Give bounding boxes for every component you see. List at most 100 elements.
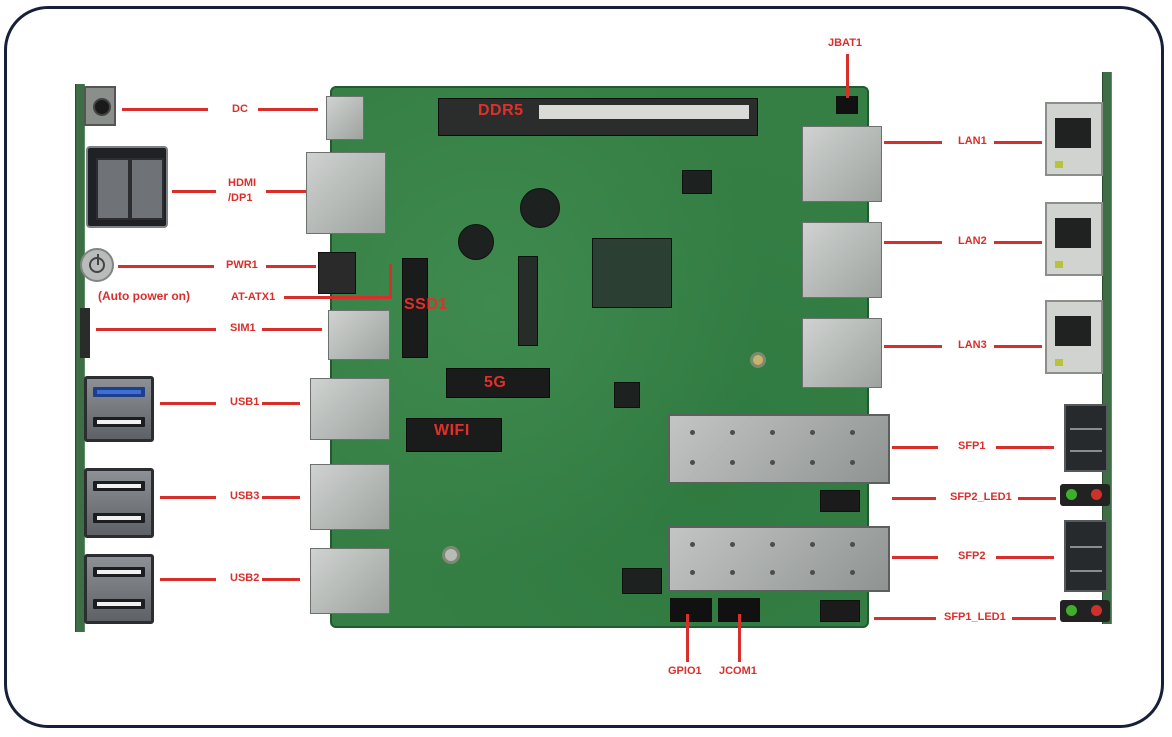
usb3-line-right [262, 496, 300, 499]
sfp2-label: SFP2 [958, 550, 986, 562]
chip-c [622, 568, 662, 594]
pwr-line-right [266, 265, 316, 268]
5g-board-label: 5G [484, 374, 507, 391]
jbat-line [846, 54, 849, 98]
dc-line-right [258, 108, 318, 111]
mounting-hole-1 [750, 352, 766, 368]
mounting-hole-2 [442, 546, 460, 564]
sim-slot [80, 308, 90, 358]
sfp1-led-label: SFP1_LED1 [944, 611, 1006, 623]
usb3-connector [310, 464, 390, 530]
lan2-line-left [884, 241, 942, 244]
usb3-label: USB3 [230, 490, 260, 502]
sfp2-led-line-right [1018, 497, 1056, 500]
at-atx-line [284, 296, 392, 299]
sfp2-led-line-left [892, 497, 936, 500]
sfp1-port [1064, 404, 1108, 472]
sfp1-cage [668, 414, 890, 484]
jbat-connector [836, 96, 858, 114]
usb1-connector [310, 378, 390, 440]
gpio-header [670, 598, 712, 622]
sfp2-led-label: SFP2_LED1 [950, 491, 1012, 503]
hdmi-line-right [266, 190, 306, 193]
sim-holder [328, 310, 390, 360]
lan3-port [1045, 300, 1103, 374]
sfp2-line-left [892, 556, 938, 559]
usb2-line-left [160, 578, 216, 581]
left-io-panel [75, 84, 85, 632]
power-switch [318, 252, 356, 294]
usb1-line-right [262, 402, 300, 405]
sfp2-line-right [996, 556, 1054, 559]
at-atx-label: AT-ATX1 [231, 291, 276, 303]
ddr5-board-label: DDR5 [478, 102, 524, 119]
ssd-board-label: SSD1 [404, 296, 448, 313]
lan3-line-left [884, 345, 942, 348]
hdmi-label-line1: HDMI [228, 177, 257, 189]
buzzer [458, 224, 494, 260]
ssd-m2-slot [402, 258, 428, 358]
lan1-line-left [884, 141, 942, 144]
lan3-label: LAN3 [958, 339, 987, 351]
motherboard-pcb: DDR5 SSD1 5G WIFI [306, 86, 890, 628]
lan2-label: LAN2 [958, 235, 987, 247]
sim-label: SIM1 [230, 322, 256, 334]
usb3-port [84, 468, 154, 538]
jbat-label: JBAT1 [828, 37, 863, 49]
usb2-line-right [262, 578, 300, 581]
sfp1-line-left [892, 446, 938, 449]
usb2-label: USB2 [230, 572, 260, 584]
lan1-connector [802, 126, 882, 202]
lan3-connector [802, 318, 882, 388]
dc-label: DC [232, 103, 248, 115]
hdmi-label-line2: /DP1 [228, 192, 253, 204]
5g-m2-slot [446, 368, 550, 398]
pwr-label: PWR1 [226, 259, 258, 271]
gpio-label: GPIO1 [668, 665, 702, 677]
power-button-icon [80, 248, 114, 282]
jcom-label: JCOM1 [719, 665, 757, 677]
lan1-port [1045, 102, 1103, 176]
sfp2-cage [668, 526, 890, 592]
camera-module [520, 188, 560, 228]
sfp1-line-right [996, 446, 1054, 449]
sfp1-led-line-left [874, 617, 936, 620]
lan1-label: LAN1 [958, 135, 987, 147]
usb2-connector [310, 548, 390, 614]
sfp2-led-connector [820, 490, 860, 512]
dc-jack [84, 86, 116, 126]
hdmi-dp-connector [306, 152, 386, 234]
wifi-m2-slot [406, 418, 502, 452]
ddr5-slot [438, 98, 758, 136]
usb1-label: USB1 [230, 396, 260, 408]
dc-line-left [122, 108, 208, 111]
gpio-line [686, 614, 689, 662]
sfp1-led-indicator [1060, 600, 1110, 622]
hdmi-dp-port [86, 146, 168, 228]
lan3-line-right [994, 345, 1042, 348]
usb1-port [84, 376, 154, 442]
usb2-port [84, 554, 154, 624]
wifi-board-label: WIFI [434, 422, 470, 439]
auto-power-label: (Auto power on) [98, 289, 190, 303]
sim-line-left [96, 328, 216, 331]
lan1-line-right [994, 141, 1042, 144]
sfp1-label: SFP1 [958, 440, 986, 452]
lan2-connector [802, 222, 882, 298]
usb3-line-left [160, 496, 216, 499]
sfp1-led-line-right [1012, 617, 1056, 620]
lan2-port [1045, 202, 1103, 276]
sim-line-right [262, 328, 322, 331]
dc-connector [326, 96, 364, 140]
sfp1-led-connector [820, 600, 860, 622]
lan2-line-right [994, 241, 1042, 244]
sfp2-led-indicator [1060, 484, 1110, 506]
hdmi-line-left [172, 190, 216, 193]
at-atx-riser [389, 264, 392, 299]
usb1-line-left [160, 402, 216, 405]
sfp2-port [1064, 520, 1108, 592]
pwr-line-left [118, 265, 214, 268]
jcom-line [738, 614, 741, 662]
chip-d [682, 170, 712, 194]
chip-a [518, 256, 538, 346]
